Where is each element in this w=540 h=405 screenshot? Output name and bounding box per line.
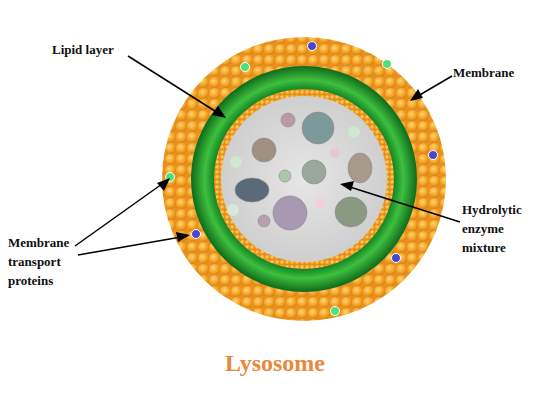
part-label: Lipid layer — [52, 40, 172, 59]
transport-proteins — [166, 42, 438, 316]
part-label: Membrane — [453, 63, 538, 82]
diagram-title: Lysosome — [150, 350, 400, 377]
vesicles — [227, 112, 372, 230]
part-label: Membrane transport proteins — [8, 233, 86, 290]
leader-lines — [75, 56, 460, 255]
part-label: Hydrolytic enzyme mixture — [462, 200, 538, 257]
lysosome-body — [162, 37, 446, 321]
